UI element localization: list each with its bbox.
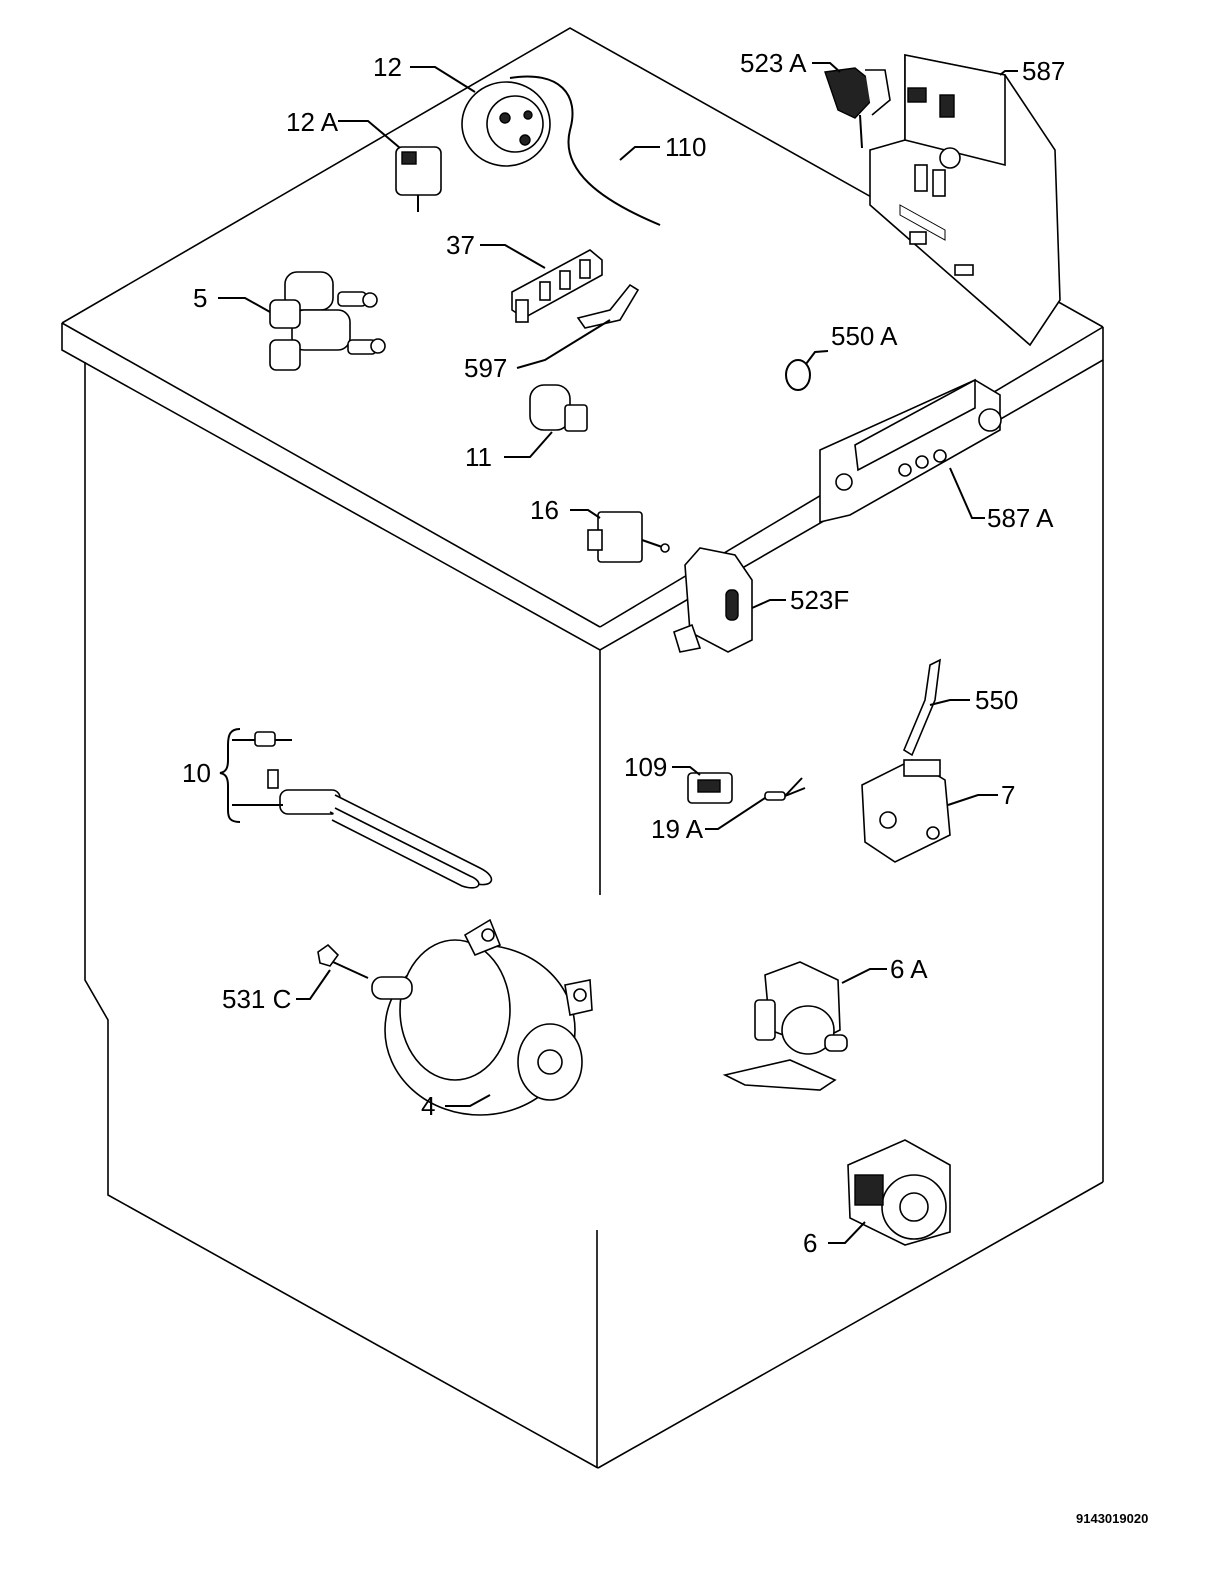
label-12: 12 — [373, 52, 402, 82]
ntc-holder-part — [687, 772, 733, 804]
label-6: 6 — [803, 1228, 817, 1258]
o-ring-part — [785, 359, 811, 391]
ntc-sensor-part — [764, 777, 806, 801]
motor-bolt-part — [317, 943, 369, 979]
label-110: 110 — [665, 132, 706, 162]
pressure-switch-part — [461, 81, 551, 167]
thermostat-part — [861, 759, 951, 863]
inlet-valve-part — [269, 271, 386, 371]
control-panel-part — [819, 378, 1002, 524]
label-19a: 19 A — [651, 814, 704, 844]
motor-part — [371, 918, 593, 1116]
label-587: 587 — [1022, 56, 1065, 86]
label-16: 16 — [530, 495, 559, 525]
door-lock-part — [673, 547, 753, 653]
pump-part — [847, 1139, 951, 1246]
label-523f: 523F — [790, 585, 849, 615]
label-597: 597 — [464, 353, 507, 383]
label-37: 37 — [446, 230, 475, 260]
small-pressure-switch-part — [395, 146, 442, 212]
label-523a: 523 A — [740, 48, 807, 78]
label-7: 7 — [1001, 780, 1015, 810]
label-5: 5 — [193, 283, 207, 313]
label-550a: 550 A — [831, 321, 898, 351]
label-6a: 6 A — [890, 954, 928, 984]
label-550: 550 — [975, 685, 1018, 715]
label-4: 4 — [421, 1091, 435, 1121]
label-12a: 12 A — [286, 107, 339, 137]
heating-element-part — [254, 731, 493, 889]
drain-pump-part — [722, 961, 848, 1091]
label-10: 10 — [182, 758, 211, 788]
terminal-block-part — [511, 249, 603, 323]
label-109: 109 — [624, 752, 667, 782]
label-531c: 531 C — [222, 984, 291, 1014]
lever-part — [902, 658, 941, 757]
document-number: 9143019020 — [1076, 1511, 1148, 1526]
door-lock-connector-part — [824, 67, 891, 149]
selector-switch-part — [587, 511, 670, 563]
capacitor-part — [529, 384, 588, 432]
part-labels: 12 12 A 110 523 A 587 37 5 597 550 A 11 … — [182, 48, 1065, 1258]
label-587a: 587 A — [987, 503, 1054, 533]
label-11: 11 — [465, 442, 492, 472]
leader-lines — [218, 62, 1018, 1244]
clip-part — [576, 283, 640, 329]
electronic-board-part — [869, 54, 1061, 347]
